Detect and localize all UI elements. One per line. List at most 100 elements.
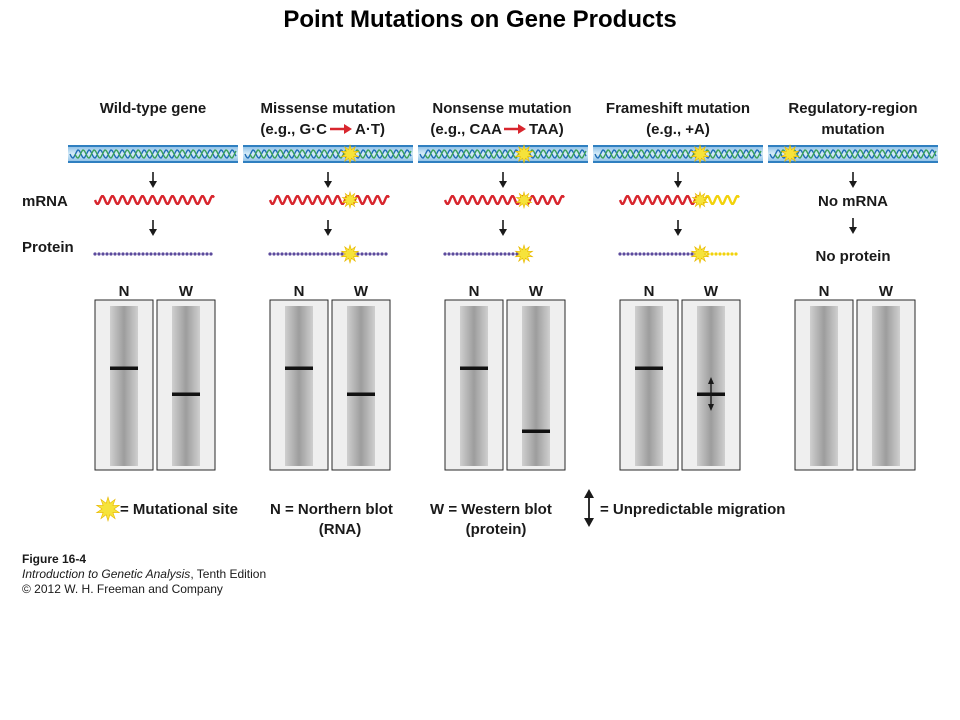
amino-acid (368, 252, 372, 256)
legend-northern-rna: (RNA) (319, 521, 362, 538)
amino-acid (360, 252, 364, 256)
amino-acid (443, 252, 447, 256)
amino-acid (340, 252, 344, 256)
caption-book-title: Introduction to Genetic Analysis (22, 567, 191, 581)
arrowhead-dna-to-mrna-1 (324, 181, 332, 188)
amino-acid (332, 252, 336, 256)
lane-letter-N: N (119, 283, 130, 300)
amino-acid (638, 252, 642, 256)
dna-mutation-star-2 (514, 143, 534, 165)
legend-western: W = Western blot (430, 501, 552, 518)
amino-acid (622, 252, 626, 256)
amino-acid (507, 252, 511, 256)
mutation-stars (340, 143, 800, 265)
blot-lane-W (522, 306, 550, 466)
blot-lane-W (172, 306, 200, 466)
dna-edge-bottom (768, 161, 938, 163)
caption-copyright: © 2012 W. H. Freeman and Company (22, 582, 223, 596)
arrowhead-mrna-to-protein-0 (149, 229, 157, 236)
dna-edge-top (418, 145, 588, 147)
heading-frameshift-example: (e.g., +A) (646, 121, 710, 138)
dna-edge-bottom (68, 161, 238, 163)
heading-nonsense-to: TAA) (529, 121, 564, 138)
slide-title: Point Mutations on Gene Products (283, 6, 677, 33)
amino-acid (165, 252, 169, 256)
protein-chain-0 (93, 252, 213, 256)
amino-acid (276, 252, 280, 256)
row-label-protein: Protein (22, 239, 74, 256)
amino-acid (105, 252, 109, 256)
amino-acid (372, 252, 376, 256)
amino-acid (706, 252, 710, 256)
heading-missense-to: A·T) (355, 121, 385, 138)
figure-caption: Figure 16-4 Introduction to Genetic Anal… (22, 552, 266, 597)
amino-acid (173, 252, 177, 256)
dna-edge-top (768, 145, 938, 147)
amino-acid (479, 252, 483, 256)
lane-letter-N: N (644, 283, 655, 300)
amino-acid (101, 252, 105, 256)
amino-acid (157, 252, 161, 256)
amino-acid (730, 252, 734, 256)
amino-acid (670, 252, 674, 256)
amino-acid (149, 252, 153, 256)
lane-letter-N: N (469, 283, 480, 300)
blot-band-N (635, 366, 663, 370)
amino-acid (328, 252, 332, 256)
dna-edge-top (68, 145, 238, 147)
flow-arrows (149, 172, 857, 236)
dna-strand-a (69, 149, 237, 159)
heading-nonsense: Nonsense mutation (432, 100, 571, 117)
mrna-mutation-star-1 (341, 190, 359, 210)
amino-acid (511, 252, 515, 256)
amino-acid (487, 252, 491, 256)
amino-acid (145, 252, 149, 256)
mrna-strand-3 (618, 195, 702, 205)
dna-mutation-star-1 (340, 143, 360, 165)
dna-edge-bottom (243, 161, 413, 163)
amino-acid (714, 252, 718, 256)
dna-strand-a (594, 149, 762, 159)
amino-acid (654, 252, 658, 256)
amino-acid (646, 252, 650, 256)
amino-acid (268, 252, 272, 256)
caption-figure-number: Figure 16-4 (22, 552, 87, 566)
blot-lane-N (285, 306, 313, 466)
protein-chain-2 (443, 252, 523, 256)
amino-acid (272, 252, 276, 256)
amino-acid (726, 252, 730, 256)
protein-mutation-star-2 (514, 243, 534, 265)
amino-acid (686, 252, 690, 256)
lane-letter-W: W (529, 283, 544, 300)
gene-strips (68, 145, 938, 163)
amino-acid (356, 252, 360, 256)
amino-acid (467, 252, 471, 256)
amino-acid (304, 252, 308, 256)
blot-lane-N (635, 306, 663, 466)
blot-lane-N (460, 306, 488, 466)
arrowhead-mrna-to-protein-4 (849, 227, 857, 234)
amino-acid (133, 252, 137, 256)
amino-acid (630, 252, 634, 256)
blot-band-W (172, 392, 200, 396)
mrna-mutation-star-2 (515, 190, 533, 210)
blot-band-W (347, 392, 375, 396)
lane-letter-W: W (179, 283, 194, 300)
amino-acid (463, 252, 467, 256)
amino-acid (177, 252, 181, 256)
gene-strip-4 (768, 145, 938, 163)
dna-edge-bottom (593, 161, 763, 163)
migration-arrow-down (708, 404, 714, 411)
nonsense-arrow-head (518, 124, 526, 134)
arrowhead-dna-to-mrna-0 (149, 181, 157, 188)
heading-missense: Missense mutation (260, 100, 395, 117)
mrna-strand-0 (93, 195, 215, 205)
gene-strip-2 (418, 145, 588, 163)
amino-acid (153, 252, 157, 256)
amino-acid (296, 252, 300, 256)
